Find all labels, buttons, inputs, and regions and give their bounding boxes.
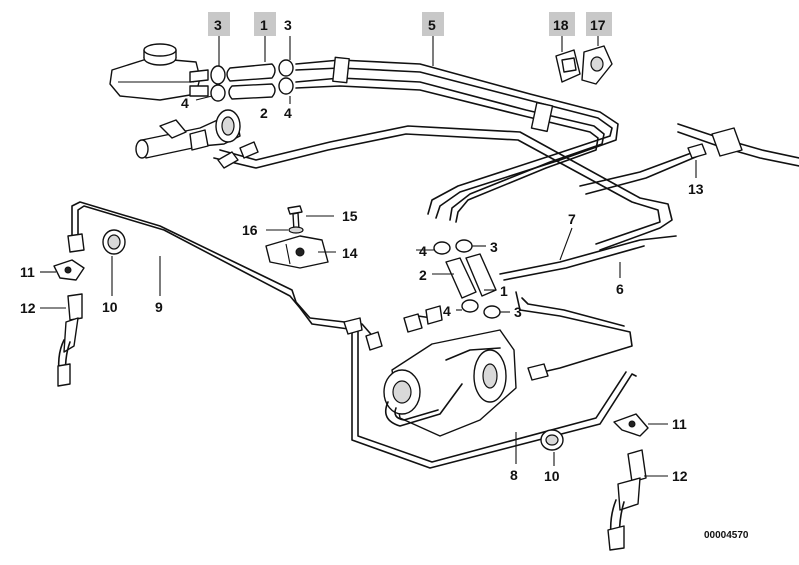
callout-12: 12 xyxy=(672,468,688,484)
callout-3: 3 xyxy=(214,17,222,33)
brake-line-5 xyxy=(295,56,619,223)
master-cylinder xyxy=(135,109,241,159)
hydraulic-unit xyxy=(383,329,517,437)
callout-2: 2 xyxy=(419,267,427,283)
brake-line-9 xyxy=(67,201,383,351)
brake-hose-12-right xyxy=(607,449,647,551)
callout-3: 3 xyxy=(514,304,522,320)
callout-13: 13 xyxy=(688,181,704,197)
washer-16 xyxy=(288,226,304,234)
brake-line-7 xyxy=(499,235,677,281)
brake-line-13 xyxy=(579,123,799,195)
callout-1: 1 xyxy=(260,17,268,33)
callout-12: 12 xyxy=(20,300,36,316)
brake-fluid-reservoir xyxy=(109,43,209,101)
callout-14: 14 xyxy=(342,245,358,261)
callout-9: 9 xyxy=(155,299,163,315)
callout-6: 6 xyxy=(616,281,624,297)
callout-4: 4 xyxy=(284,105,292,121)
bracket-14 xyxy=(265,235,329,269)
callout-4: 4 xyxy=(419,243,427,259)
callout-7: 7 xyxy=(568,211,576,227)
callout-8: 8 xyxy=(510,467,518,483)
callout-17: 17 xyxy=(590,17,606,33)
clip-11-left xyxy=(53,259,85,281)
grommet-10-right xyxy=(540,429,564,451)
clip-17 xyxy=(581,45,613,85)
document-number: 00004570 xyxy=(704,530,749,541)
master-cylinder-lines xyxy=(213,125,673,251)
callout-2: 2 xyxy=(260,105,268,121)
callout-11: 11 xyxy=(20,264,35,280)
brake-line-6 xyxy=(515,291,633,381)
callout-16: 16 xyxy=(242,222,258,238)
callout-10: 10 xyxy=(102,299,118,315)
leader-lines xyxy=(40,36,697,477)
brake-hose-12-left xyxy=(57,293,83,387)
clip-11-right xyxy=(613,413,649,437)
callout-5: 5 xyxy=(428,17,436,33)
upper-hoses-and-rings xyxy=(210,59,294,102)
callout-15: 15 xyxy=(342,208,358,224)
clip-18 xyxy=(555,49,581,83)
callout-3: 3 xyxy=(490,239,498,255)
callouts: 3 1 3 5 18 17 4 2 4 13 15 16 14 7 4 3 2 … xyxy=(20,17,749,541)
callout-4: 4 xyxy=(443,303,451,319)
callout-1: 1 xyxy=(500,283,508,299)
grommet-10-left xyxy=(102,229,126,255)
callout-18: 18 xyxy=(553,17,569,33)
callout-11: 11 xyxy=(672,416,687,432)
callout-3: 3 xyxy=(284,17,292,33)
callout-10: 10 xyxy=(544,468,560,484)
callout-highlight-boxes xyxy=(208,12,612,36)
brake-line-8 xyxy=(343,305,637,469)
callout-4: 4 xyxy=(181,95,189,111)
